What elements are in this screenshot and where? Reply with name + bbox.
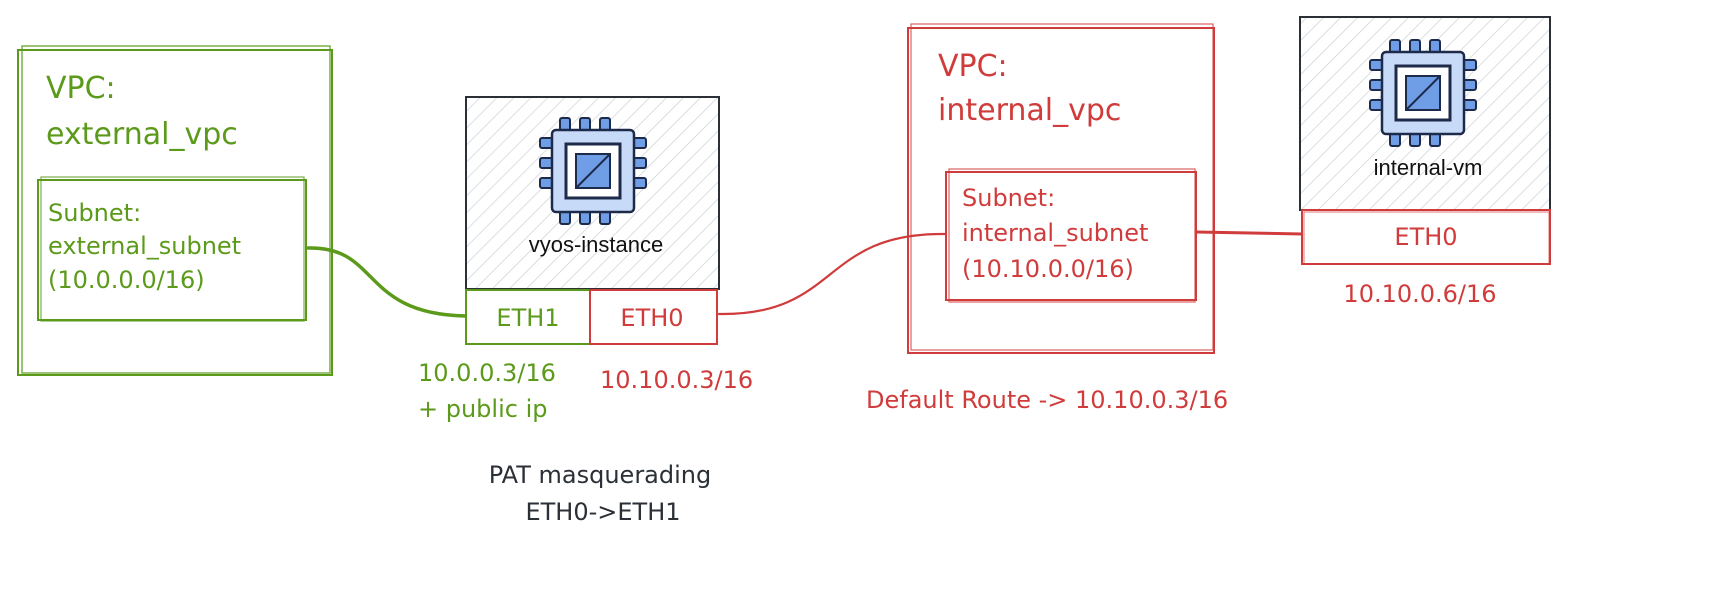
vyos-eth1-port bbox=[465, 289, 591, 345]
external-vpc-title-line2: external_vpc bbox=[46, 117, 238, 152]
vyos-eth0-port bbox=[589, 289, 718, 345]
internal-vpc-title-line2: internal_vpc bbox=[938, 93, 1121, 128]
internal-vm-eth0-label: ETH0 bbox=[1394, 223, 1457, 251]
external-subnet-box bbox=[37, 176, 307, 322]
internal-subnet-line3: (10.10.0.0/16) bbox=[962, 255, 1134, 283]
vyos-cpu-chip-icon bbox=[538, 116, 648, 226]
external-vpc-box bbox=[17, 45, 333, 376]
internal-link bbox=[717, 232, 948, 316]
default-route-note: Default Route -> 10.10.0.3/16 bbox=[866, 386, 1228, 414]
pat-note-line2: ETH0->ETH1 bbox=[525, 498, 680, 526]
vyos-eth1-ip: 10.0.0.3/16 bbox=[418, 359, 556, 387]
vyos-eth0-ip: 10.10.0.3/16 bbox=[600, 366, 753, 394]
vyos-eth1-public-ip: + public ip bbox=[418, 395, 547, 423]
internal-subnet-line2: internal_subnet bbox=[962, 219, 1148, 247]
internal-subnet-box bbox=[945, 168, 1197, 303]
external-subnet-line3: (10.0.0.0/16) bbox=[48, 266, 205, 294]
internal-vpc-title-line1: VPC: bbox=[938, 49, 1008, 84]
external-link bbox=[306, 246, 468, 318]
internal-vm-eth0-ip: 10.10.0.6/16 bbox=[1343, 280, 1496, 308]
vm-link bbox=[1194, 230, 1304, 236]
external-vpc-title-line1: VPC: bbox=[46, 71, 116, 106]
external-subnet-line1: Subnet: bbox=[48, 199, 141, 227]
pat-note-line1: PAT masquerading bbox=[489, 461, 712, 489]
internal-vm-name: internal-vm bbox=[1374, 155, 1483, 180]
vyos-eth0-label: ETH0 bbox=[620, 304, 683, 332]
internal-subnet-line1: Subnet: bbox=[962, 184, 1055, 212]
vyos-instance-name: vyos-instance bbox=[529, 232, 664, 257]
internal-vpc-box bbox=[907, 23, 1215, 354]
external-subnet-line2: external_subnet bbox=[48, 232, 241, 260]
internal-vm-eth0-port bbox=[1301, 209, 1551, 265]
internal-vm-cpu-chip-icon bbox=[1368, 38, 1478, 148]
vyos-eth1-label: ETH1 bbox=[496, 304, 559, 332]
